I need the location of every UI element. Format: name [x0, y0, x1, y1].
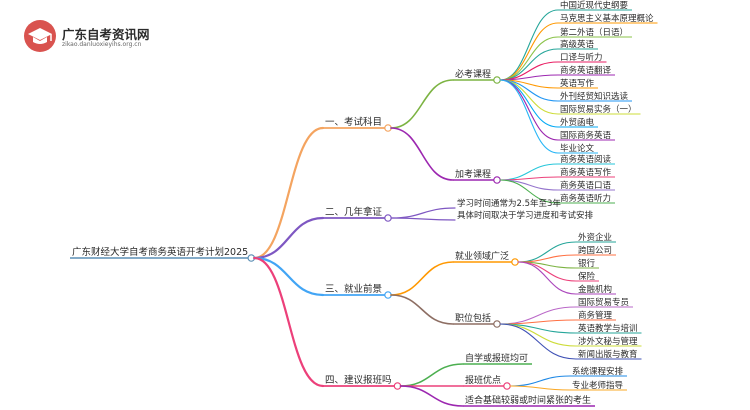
leaf-node-1-1-1: 中国近现代史纲要 — [560, 0, 629, 11]
leaf-node-1-1-7: 英语写作 — [560, 78, 595, 89]
branch-root-to-section-2 — [253, 216, 325, 260]
site-title: 广东自考资讯网 — [62, 27, 150, 42]
leaf-node-3-1-1: 外资企业 — [578, 232, 612, 243]
leaf-node-1-2-4: 商务英语听力 — [560, 193, 611, 204]
group-node-1-1: 必考课程 — [455, 68, 491, 80]
branch-section-4-group-1 — [399, 363, 464, 387]
branch-leaf-4-2-1 — [509, 375, 571, 387]
branch-root-to-section-4 — [253, 256, 325, 388]
branch-root-to-section-3 — [253, 256, 325, 297]
root-node: 广东财经大学自考商务英语开考计划2025 — [72, 246, 248, 258]
leaf-node-1-1-3: 第二外语（日语） — [560, 27, 628, 38]
branch-leaf-4-2-2 — [509, 385, 571, 391]
section-2-leaf-1: 学习时间通常为2.5年至3年 — [457, 198, 561, 209]
group-node-1-2-connector — [493, 176, 501, 184]
leaf-node-3-1-4: 保险 — [578, 271, 596, 282]
group-node-3-2-connector — [493, 320, 501, 328]
branch-section-3-group-2 — [390, 294, 454, 325]
leaf-node-1-1-4: 高级英语 — [560, 39, 595, 50]
branch-leaf-1-2-4 — [499, 179, 559, 204]
leaf-node-1-1-8: 外刊经贸知识选读 — [560, 91, 629, 102]
leaf-node-1-1-12: 毕业论文 — [560, 143, 595, 154]
leaf-node-3-1-3: 银行 — [578, 258, 596, 269]
branch-leaf-1-1-12 — [499, 79, 559, 154]
section-node-2: 二、几年拿证 — [325, 206, 383, 218]
leaf-node-1-1-11: 国际商务英语 — [560, 130, 612, 141]
branch-leaf-1-2-3 — [499, 179, 559, 191]
branch-leaf-3-2-5 — [499, 323, 577, 360]
group-node-3-2: 职位包括 — [455, 312, 491, 324]
graduation-cap-icon — [24, 20, 56, 52]
branch-section-1-group-2 — [390, 127, 454, 181]
section-2-leaf-2: 具体时间取决于学习进度和考试安排 — [457, 210, 594, 221]
leaf-node-3-1-5: 金融机构 — [578, 284, 612, 295]
group-node-4-2: 报班优点 — [465, 374, 501, 386]
leaf-node-4-2-2: 专业老师指导 — [572, 380, 624, 391]
branch-root-to-section-1 — [253, 126, 325, 260]
branch-section-4-group-3 — [399, 385, 464, 407]
section-node-3: 三、就业前景 — [325, 283, 382, 295]
leaf-node-3-2-4: 涉外文秘与管理 — [578, 336, 638, 347]
leaf-node-3-1-2: 跨国公司 — [578, 246, 612, 256]
branch-leaf-3-2-2 — [499, 319, 577, 325]
branch-leaf-1-1-1 — [499, 9, 559, 81]
branch-section-3-group-1 — [390, 261, 454, 296]
branch-leaf-3-2-4 — [499, 323, 577, 347]
group-node-4-2-connector — [503, 382, 511, 390]
group-node-1-1-connector — [493, 76, 501, 84]
leaf-node-1-2-3: 商务英语口语 — [560, 180, 612, 191]
section-node-4: 四、建议报班吗 — [325, 374, 392, 386]
branch-leaf-1-1-3 — [499, 36, 559, 81]
branch-leaf-3-1-5 — [517, 261, 577, 295]
leaf-node-3-2-5: 新闻出版与教育 — [578, 349, 638, 360]
site-logo[interactable]: 广东自考资讯网 zikao.danluoxieyihs.org.cn — [22, 16, 192, 56]
site-subtitle: zikao.danluoxieyihs.org.cn — [62, 41, 142, 48]
leaf-node-3-2-2: 商务管理 — [578, 310, 613, 321]
group-node-4-1: 自学或报班均可 — [465, 352, 528, 364]
leaf-node-3-2-3: 英语教学与培训 — [578, 323, 638, 334]
leaf-node-1-1-9: 国际贸易实务（一） — [560, 104, 637, 115]
leaf-node-4-2-1: 系统课程安排 — [572, 366, 624, 377]
leaf-node-1-1-5: 口译与听力 — [560, 52, 603, 63]
leaf-node-1-1-10: 外贸函电 — [560, 117, 595, 128]
leaf-node-3-2-1: 国际贸易专员 — [578, 297, 629, 308]
group-node-3-1: 就业领域广泛 — [455, 250, 509, 262]
branch-section-1-group-1 — [390, 79, 454, 129]
section-node-1: 一、考试科目 — [325, 116, 382, 128]
branch-leaf-1-2-2 — [499, 176, 559, 181]
branch-leaf-1-1-11 — [499, 79, 559, 141]
leaf-node-1-2-2: 商务英语写作 — [560, 167, 612, 178]
leaf-node-1-1-6: 商务英语翻译 — [560, 65, 612, 76]
leaf-node-1-1-2: 马克思主义基本原理概论 — [560, 13, 654, 24]
branch-section-2-leaf-2 — [390, 217, 456, 221]
branch-leaf-1-1-10 — [499, 79, 559, 128]
section-node-2-connector — [384, 214, 392, 222]
group-node-1-2: 加考课程 — [455, 169, 491, 180]
branch-section-2-leaf-1 — [390, 207, 456, 219]
leaf-node-1-2-1: 商务英语阅读 — [560, 154, 612, 165]
group-node-3-1-connector — [511, 258, 519, 266]
group-node-4-3: 适合基础较弱或时间紧张的考生 — [465, 394, 591, 406]
